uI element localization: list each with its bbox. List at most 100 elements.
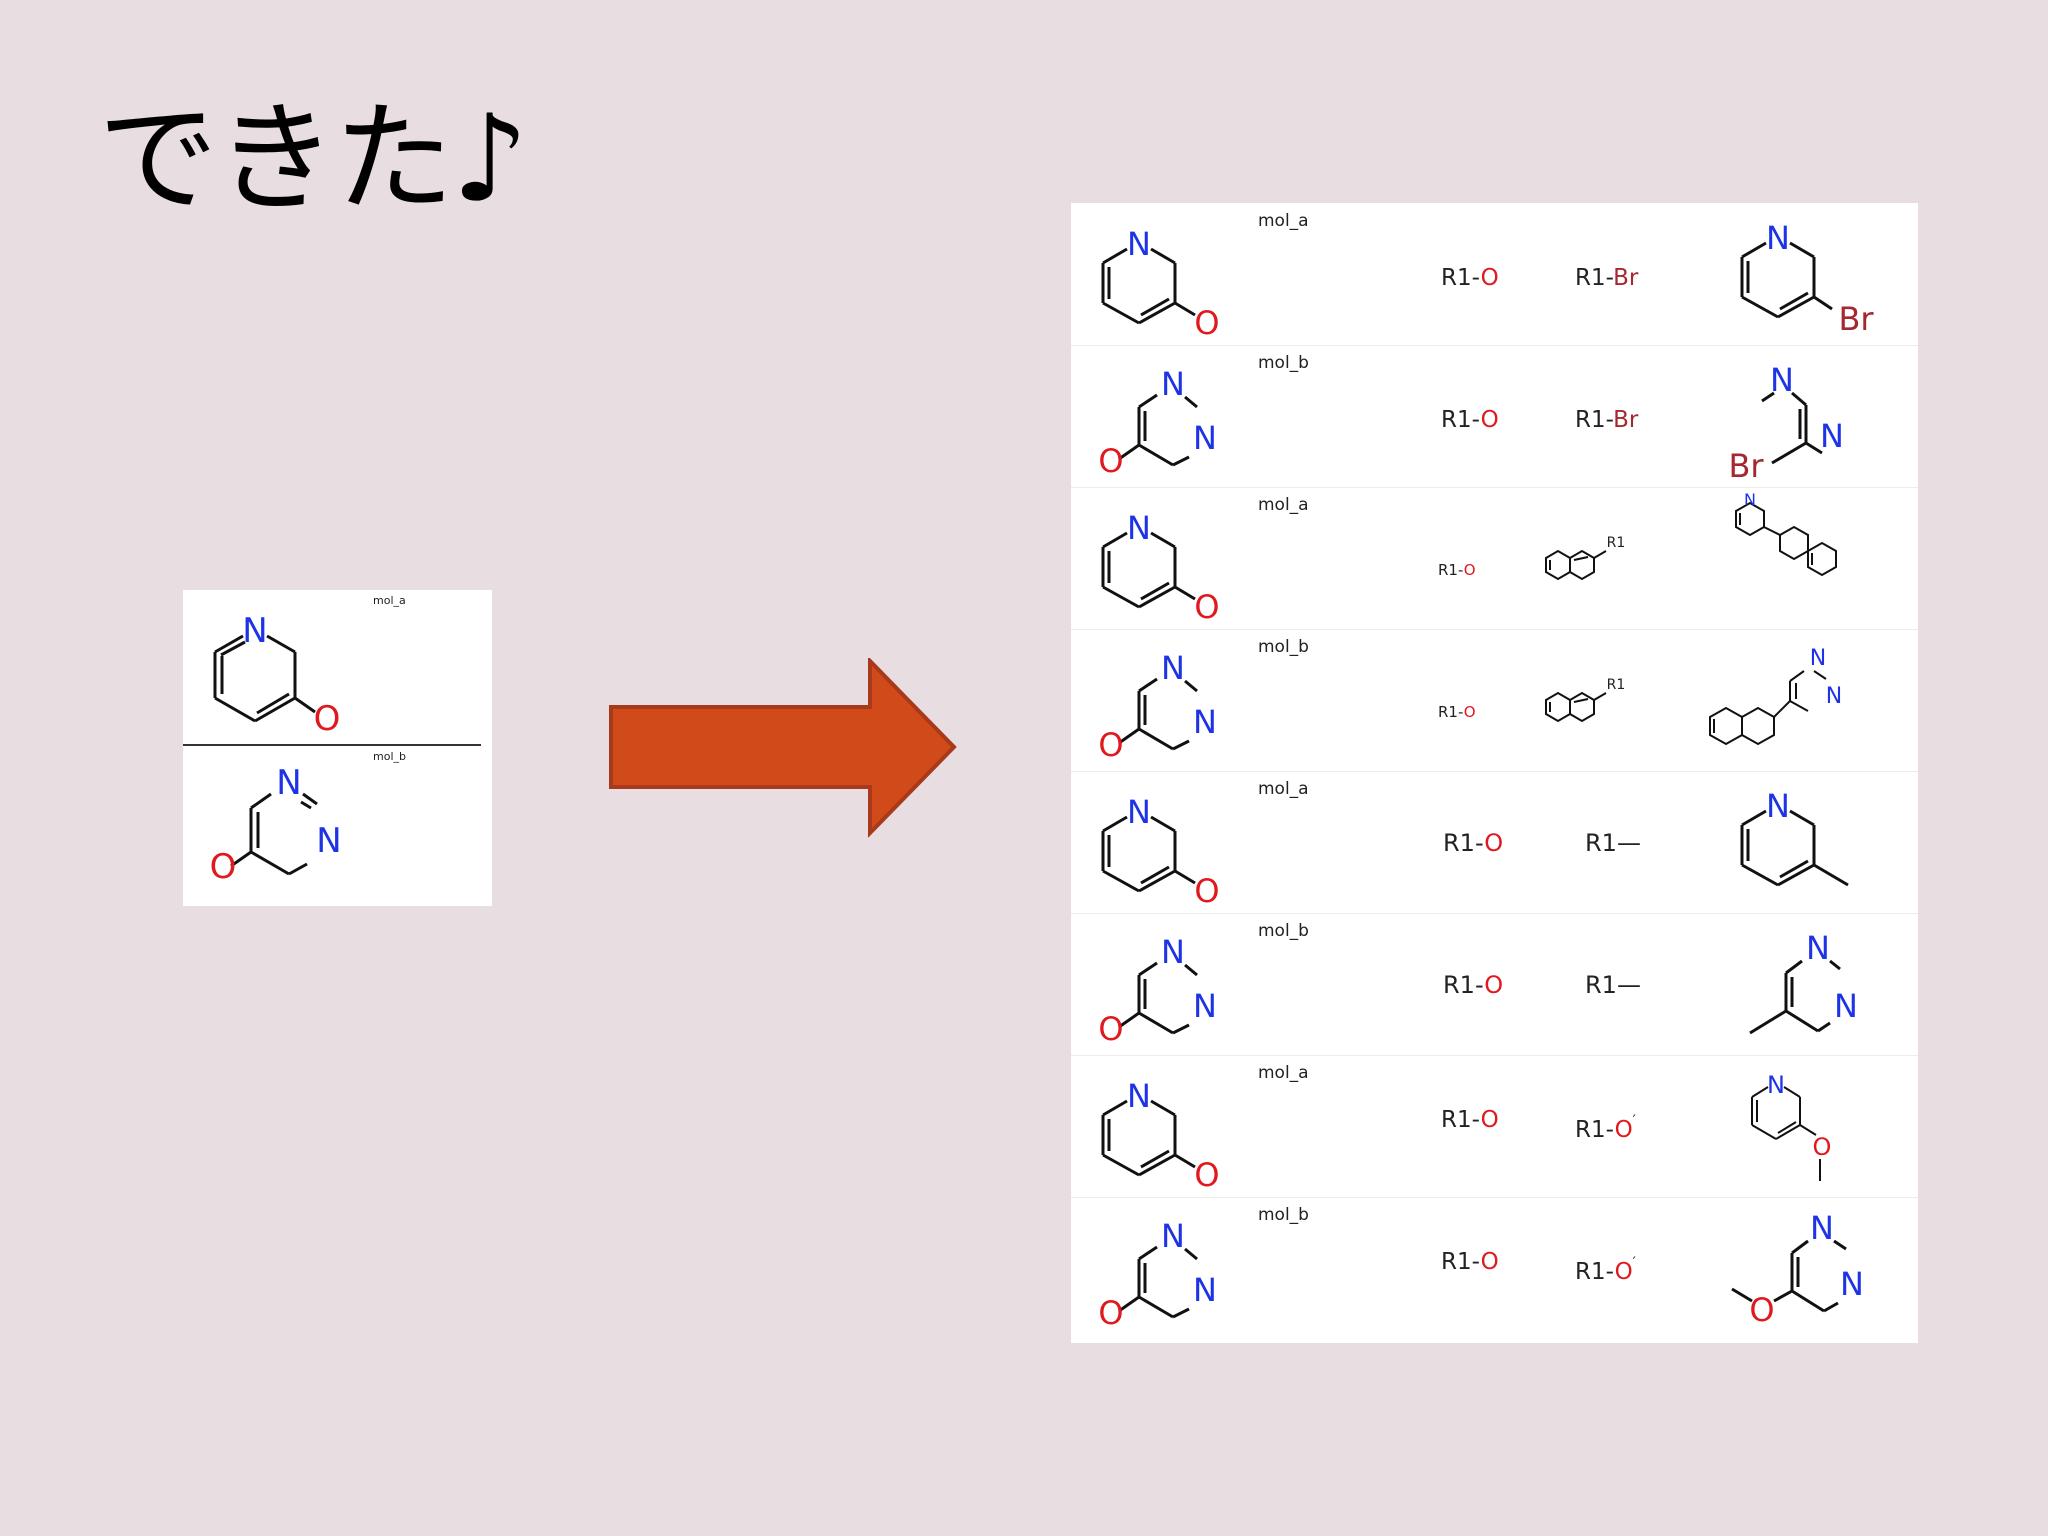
table-row: N N O mol_b R1-O R1-Br N N Br [1071, 345, 1918, 488]
naphthylpyridine-structure: N [1735, 490, 1837, 577]
table-row: N N O mol_b R1-O R1— N N [1071, 913, 1918, 1056]
pyridinol-structure: N O [1101, 1077, 1220, 1193]
pyridinol-structure: N O [1101, 793, 1220, 909]
atom-N: N [1806, 929, 1830, 967]
r1-label: R1 [1607, 677, 1626, 693]
atom-O: O [1194, 872, 1219, 909]
pyrimidinol-structure: N N O [1098, 1217, 1217, 1332]
fragment-label: R1-O [1443, 829, 1504, 857]
atom-O: O [1194, 588, 1219, 625]
table-row: N N O mol_b R1-O R1-O′ N N O [1071, 1197, 1918, 1339]
pyrimidinol-structure: N N O [1098, 649, 1217, 764]
atom-O: O [1098, 726, 1123, 764]
atom-N: N [1127, 225, 1151, 263]
atom-N: N [1161, 365, 1185, 403]
bromopyridine-structure: N Br [1740, 219, 1874, 338]
atom-N: N [1766, 787, 1790, 825]
mol-label: mol_b [1258, 921, 1309, 941]
naphthyl-r1-structure: R1 [1545, 535, 1626, 581]
table-row: N O mol_a R1-O R1-Br N Br [1071, 203, 1918, 346]
mol-label: mol_a [1258, 779, 1309, 799]
atom-N: N [1193, 987, 1217, 1025]
table-row: N O mol_a R1-O R1 N [1071, 487, 1918, 630]
input-molecules-card: mol_a N O mol_b [183, 590, 492, 906]
atom-N: N [1193, 703, 1217, 741]
pyrimidinol-structure: N N O [1098, 933, 1217, 1048]
atom-N: N [1193, 1271, 1217, 1309]
results-table: N O mol_a R1-O R1-Br N Br [1071, 203, 1918, 1343]
atom-O: O [1194, 1156, 1219, 1193]
atom-N: N [1127, 1077, 1151, 1115]
atom-O: O [1098, 1294, 1123, 1332]
table-row: N N O mol_b R1-O R1 [1071, 629, 1918, 772]
fragment-label: R1-O [1441, 265, 1499, 291]
atom-N: N [1766, 219, 1790, 257]
table-row: N O mol_a R1-O R1— N [1071, 771, 1918, 914]
atom-Br: Br [1838, 300, 1874, 338]
mol-label: mol_b [373, 750, 406, 763]
atom-N: N [1810, 646, 1826, 671]
mol-label: mol_a [1258, 495, 1309, 515]
mol-label: mol_a [1258, 211, 1309, 231]
atom-N: N [276, 763, 301, 803]
input-mol-a: mol_a N O [183, 590, 492, 746]
atom-O: O [1098, 442, 1123, 480]
naphthylpyrimidine-structure: N N [1709, 646, 1842, 746]
atom-N: N [1820, 417, 1844, 455]
pyridinol-structure: N O [1101, 225, 1220, 341]
atom-N: N [1767, 1071, 1785, 1099]
atom-O: O [1813, 1133, 1832, 1161]
r1-label: R1 [1607, 535, 1626, 551]
mol-label: mol_b [1258, 1205, 1309, 1225]
input-mol-b: mol_b N N O [183, 746, 492, 902]
pyrimidinol-structure: N N O [1098, 365, 1217, 480]
mol-label: mol_b [1258, 353, 1309, 373]
fragment-label: R1-O [1441, 1107, 1499, 1133]
bromopyrimidine-structure: N N Br [1728, 361, 1844, 485]
pyridinol-structure: N O [213, 611, 341, 739]
fragment-label: R1-O [1443, 971, 1504, 999]
reagent-label: R1-Br [1575, 265, 1639, 291]
naphthyl-r1-structure: R1 [1545, 677, 1626, 723]
pyrimidinol-structure: N N O [210, 763, 342, 887]
atom-N: N [1770, 361, 1794, 399]
reagent-label: R1— [1585, 829, 1641, 857]
mol-label: mol_a [1258, 1063, 1309, 1083]
atom-N: N [1127, 509, 1151, 547]
fragment-label: R1-O [1438, 561, 1476, 579]
methylpyridine-structure: N [1740, 787, 1849, 887]
slide-title: できた♪ [98, 90, 529, 229]
atom-N: N [1810, 1209, 1834, 1247]
right-arrow-icon [609, 658, 957, 838]
atom-N: N [1161, 649, 1185, 687]
methoxypyridine-structure: N O [1751, 1071, 1832, 1181]
fragment-label: R1-O [1441, 407, 1499, 433]
divider [183, 744, 481, 746]
atom-N: N [1840, 1265, 1864, 1303]
atom-N: N [316, 821, 341, 861]
fragment-label: R1-O [1441, 1249, 1499, 1275]
atom-N: N [1826, 684, 1842, 709]
pyridinol-structure: N O [1101, 509, 1220, 625]
methoxypyrimidine-structure: N N O [1731, 1209, 1864, 1329]
mol-label: mol_a [373, 594, 406, 607]
atom-O: O [1194, 304, 1219, 341]
methylpyrimidine-structure: N N [1749, 929, 1858, 1035]
atom-N: N [1161, 933, 1185, 971]
reagent-label: R1-Br [1575, 407, 1639, 433]
reagent-label: R1-O′ [1575, 1255, 1636, 1285]
atom-N: N [242, 611, 267, 651]
table-row: N O mol_a R1-O R1-O′ N O [1071, 1055, 1918, 1198]
atom-O: O [314, 699, 341, 739]
fragment-label: R1-O [1438, 703, 1476, 721]
atom-N: N [1834, 987, 1858, 1025]
mol-label: mol_b [1258, 637, 1309, 657]
reagent-label: R1-O′ [1575, 1113, 1636, 1143]
atom-O: O [1098, 1010, 1123, 1048]
atom-N: N [1744, 490, 1756, 509]
atom-O: O [210, 847, 237, 887]
atom-N: N [1127, 793, 1151, 831]
atom-Br: Br [1728, 447, 1764, 485]
reagent-label: R1— [1585, 971, 1641, 999]
atom-O: O [1749, 1291, 1774, 1329]
